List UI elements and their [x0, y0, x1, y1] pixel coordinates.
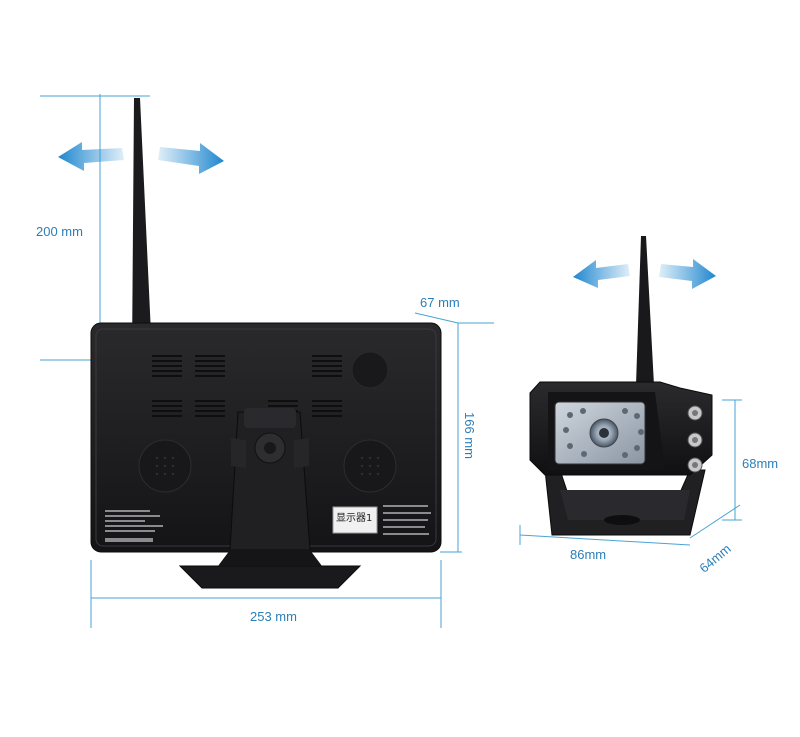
camera-height-label: 68mm: [742, 456, 779, 471]
camera-width-label: 86mm: [570, 547, 607, 562]
monitor-depth-label: 67 mm: [420, 295, 460, 310]
left-arrow-icon: [58, 142, 124, 171]
camera-dimension-lines: [519, 399, 742, 546]
camera-antenna: [636, 236, 654, 385]
monitor: [90, 98, 442, 589]
monitor-width-label: 253 mm: [250, 609, 297, 624]
monitor-height-label: 166 mm: [462, 412, 477, 459]
monitor-antenna: [132, 98, 152, 355]
monitor-stand-base: [178, 565, 362, 589]
antenna-height-label: 200 mm: [36, 224, 83, 239]
right-arrow-icon: [158, 143, 224, 174]
monitor-sticker-label: 显示器1: [336, 513, 373, 524]
camera: [529, 236, 713, 536]
monitor-sticker: [332, 506, 378, 534]
camera-left-arrow-icon: [573, 260, 630, 288]
camera-right-arrow-icon: [659, 259, 716, 289]
monitor-dimension-lines: [40, 94, 494, 628]
